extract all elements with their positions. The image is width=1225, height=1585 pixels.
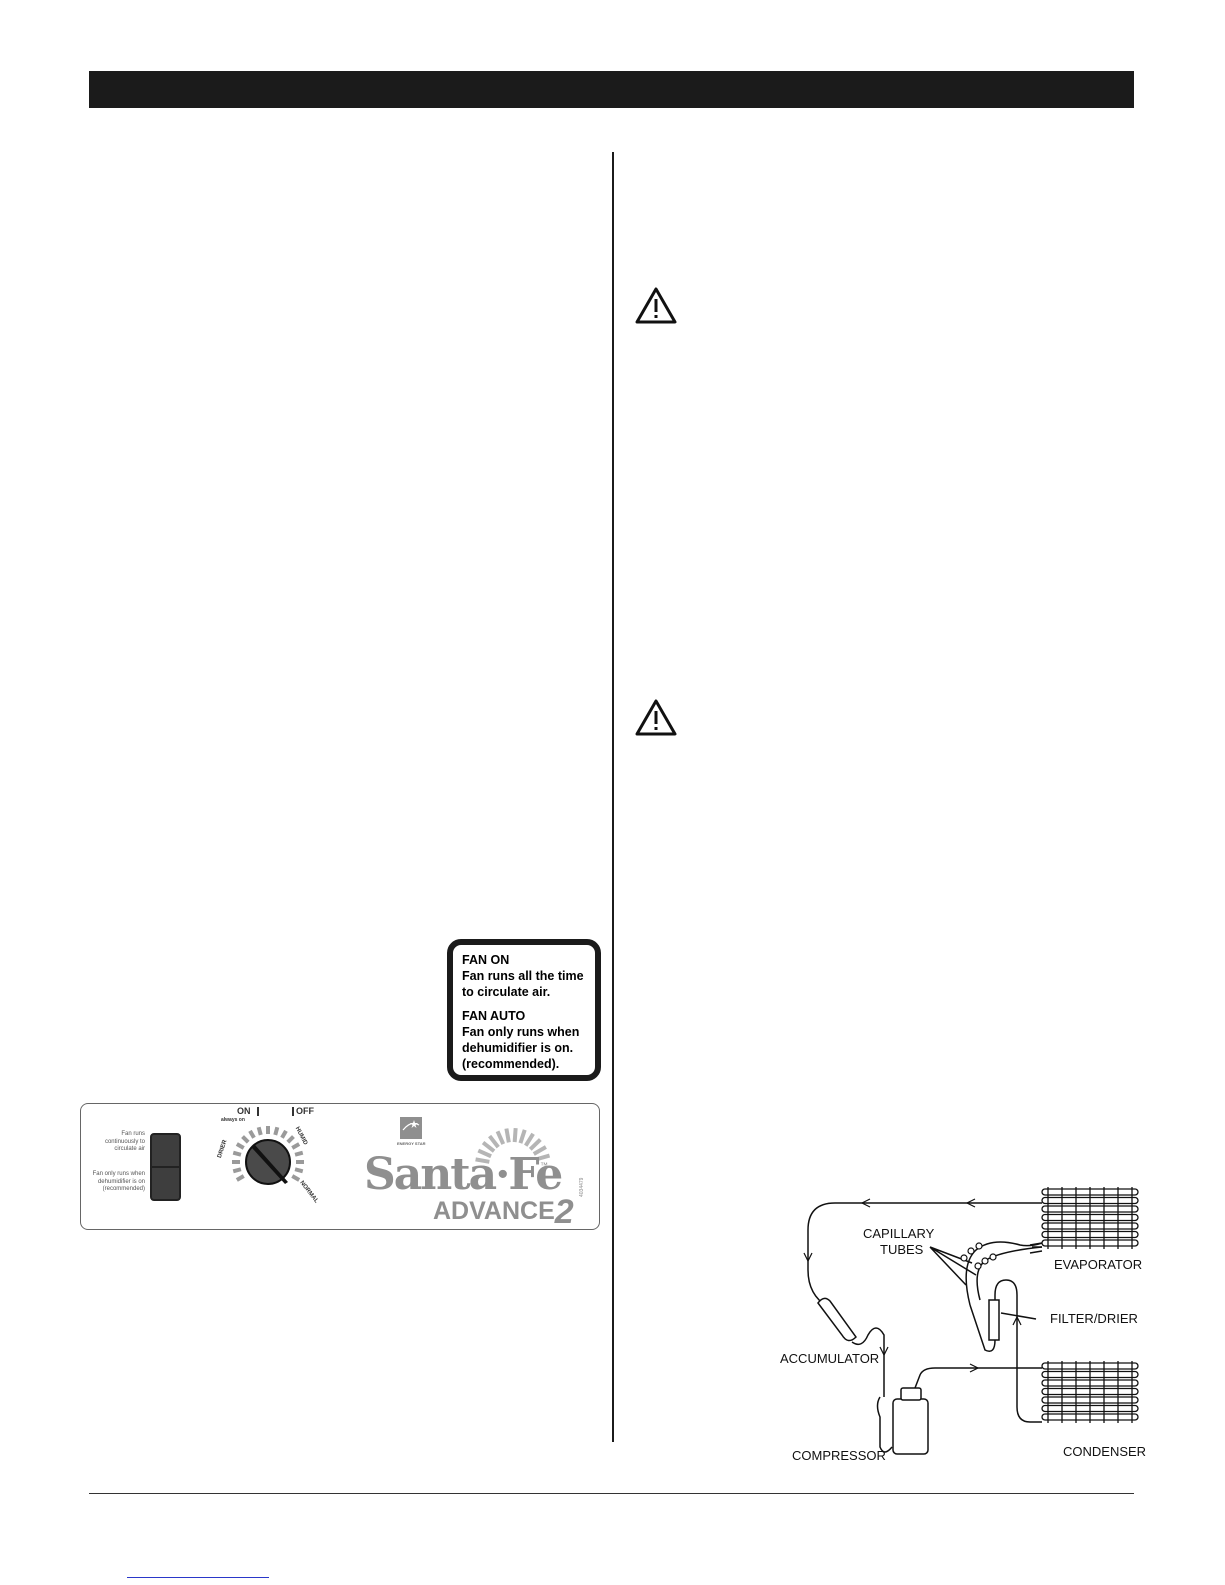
switch-bottom-caption: Fan only runs when dehumidifier is on (r… [92, 1171, 145, 1192]
sunburst-ray [495, 1130, 506, 1145]
sunburst-ray [524, 1132, 535, 1147]
dial-tick [280, 1129, 288, 1139]
sunburst-ray [528, 1138, 542, 1151]
header-bar [89, 71, 1134, 108]
model-name: ADVANCE2 [433, 1193, 574, 1231]
on-label: ON [237, 1106, 251, 1116]
warning-triangle-icon [635, 287, 677, 324]
control-panel: Fan runs continuously to circulate air F… [80, 1103, 600, 1231]
fan-mode-callout: FAN ON Fan runs all the time to circulat… [447, 939, 601, 1081]
condenser-label: CONDENSER [1063, 1444, 1146, 1459]
capillary-tubes-label: TUBES [880, 1242, 924, 1257]
sunburst-ray [535, 1153, 551, 1162]
dial-tick [294, 1150, 304, 1157]
fan-auto-text: (recommended). [462, 1057, 560, 1071]
compressor-label: COMPRESSOR [792, 1448, 886, 1463]
energy-star-logo [400, 1117, 422, 1139]
sunburst-ray [481, 1141, 496, 1153]
fan-rocker-switch[interactable] [150, 1133, 181, 1201]
dial-tick [241, 1135, 250, 1144]
dial-tick [291, 1174, 301, 1182]
trademark-symbol: ™ [540, 1161, 548, 1170]
fan-on-title: FAN ON [462, 953, 510, 967]
dial-tick [291, 1142, 301, 1150]
footer-rule [89, 1493, 1134, 1494]
sunburst-ray [532, 1145, 547, 1156]
dial-tick [235, 1142, 245, 1150]
dial-tick [232, 1167, 242, 1174]
dial-tick [235, 1174, 245, 1182]
dial-tick [232, 1150, 242, 1157]
dial-tick [286, 1135, 295, 1144]
warning-triangle-icon [635, 699, 677, 736]
dial-tick [294, 1167, 304, 1174]
energy-star-label: ENERGY STAR [397, 1141, 426, 1146]
sunburst-ray [504, 1128, 511, 1143]
humidity-knob[interactable] [221, 1116, 321, 1216]
refrigeration-diagram: CAPILLARY TUBES EVAPORATOR FILTER/DRIER … [780, 1187, 1146, 1463]
model-number: 2 [554, 1193, 574, 1231]
column-divider [612, 152, 614, 1442]
sunburst-ray [488, 1134, 500, 1149]
sunburst-ray [512, 1127, 518, 1143]
footer-link[interactable] [127, 1577, 269, 1578]
switch-top-caption: Fan runs continuously to circulate air [104, 1131, 145, 1152]
evaporator-label: EVAPORATOR [1054, 1257, 1142, 1272]
dial-tick [256, 1126, 263, 1136]
capillary-tubes-label: CAPILLARY [863, 1226, 935, 1241]
sunburst-ray [477, 1148, 492, 1159]
brand-name: Santa·Fe [364, 1149, 563, 1200]
fan-auto-title: FAN AUTO [462, 1009, 526, 1023]
fan-on-text: Fan runs all the time [462, 969, 584, 983]
part-code: 4034479 [579, 1177, 585, 1197]
off-label: OFF [296, 1106, 314, 1116]
fan-auto-text: dehumidifier is on. [462, 1041, 574, 1055]
filter-drier-label: FILTER/DRIER [1050, 1311, 1138, 1326]
dial-tick [273, 1126, 280, 1136]
sunburst-graphic [475, 1127, 551, 1164]
fan-auto-text: Fan only runs when [462, 1025, 580, 1039]
always-on-label: always on [221, 1117, 245, 1123]
accumulator-label: ACCUMULATOR [780, 1351, 879, 1366]
sunburst-ray [475, 1157, 490, 1164]
dial-tick [248, 1129, 256, 1139]
off-tick [292, 1107, 294, 1116]
fan-on-text: to circulate air. [462, 985, 551, 999]
sunburst-ray [518, 1129, 527, 1144]
on-tick [257, 1107, 259, 1116]
